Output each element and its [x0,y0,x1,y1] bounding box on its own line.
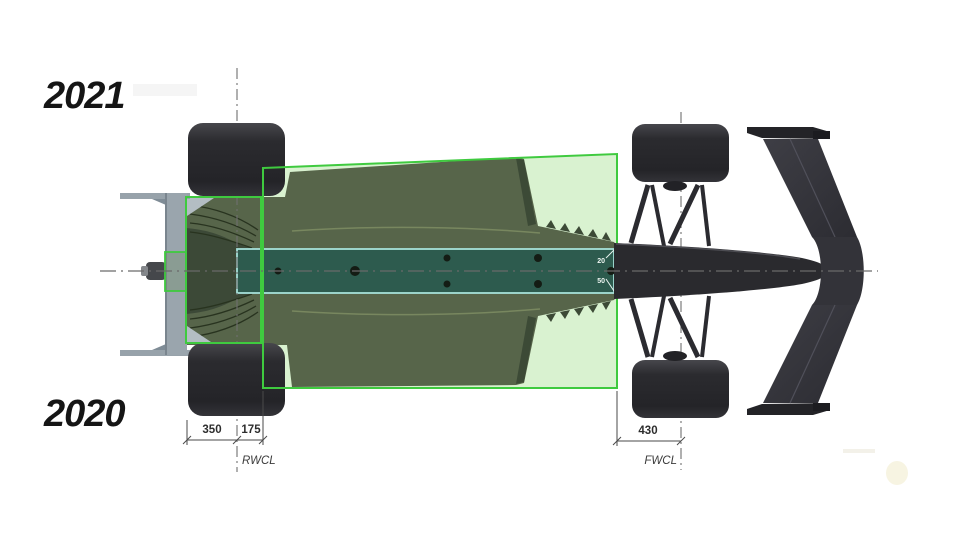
front-wheel-top [632,124,729,182]
dimension-rear-outer: 350 [202,424,221,436]
sidepod-ridge-lines [291,226,541,316]
rear-wing-endplate-top [120,193,190,199]
year-label-2020: 2020 [43,393,125,435]
dimension-front: 430 [638,425,657,437]
wheels [188,123,729,418]
front-wheel-bottom [632,360,729,418]
front-wing-plane-bottom [763,305,857,403]
callout-upper: 20 [597,258,605,265]
rear-wheel-bottom [188,343,285,416]
rear-crash-structure-top [187,198,214,216]
front-wing-plane-top [763,139,857,237]
watermark-smudges [133,84,908,485]
bargeboard-serrations-bottom [516,301,611,384]
front-wheel-centerline-label: FWCL [644,455,677,467]
rear-wing [120,193,190,356]
plank-callouts: 20 50 [597,249,615,292]
regulation-outlines [185,152,618,389]
callout-lower: 50 [597,278,605,285]
dimension-rear-inner: 175 [241,424,261,436]
floor-regulation-zone-outline [262,152,618,389]
nose-highlight [615,243,801,260]
front-suspension [628,181,711,361]
rear-wheel-top [188,123,285,196]
diffuser-regulation-outline [185,196,262,344]
bargeboard-serrations-top [516,158,611,241]
rear-wing-endplate-bottom [120,350,190,356]
rear-wheel-centerline-label: RWCL [242,455,276,467]
dimension-annotations [182,391,686,446]
rear-crash-structure-bottom [187,326,214,344]
front-wing [747,127,864,415]
front-wing-endplate-top [747,127,830,139]
rain-light-tip [141,266,148,276]
year-label-2021: 2021 [43,75,125,117]
rear-wing-mainplane [165,193,187,355]
front-wing-endplate-bottom [747,403,830,415]
